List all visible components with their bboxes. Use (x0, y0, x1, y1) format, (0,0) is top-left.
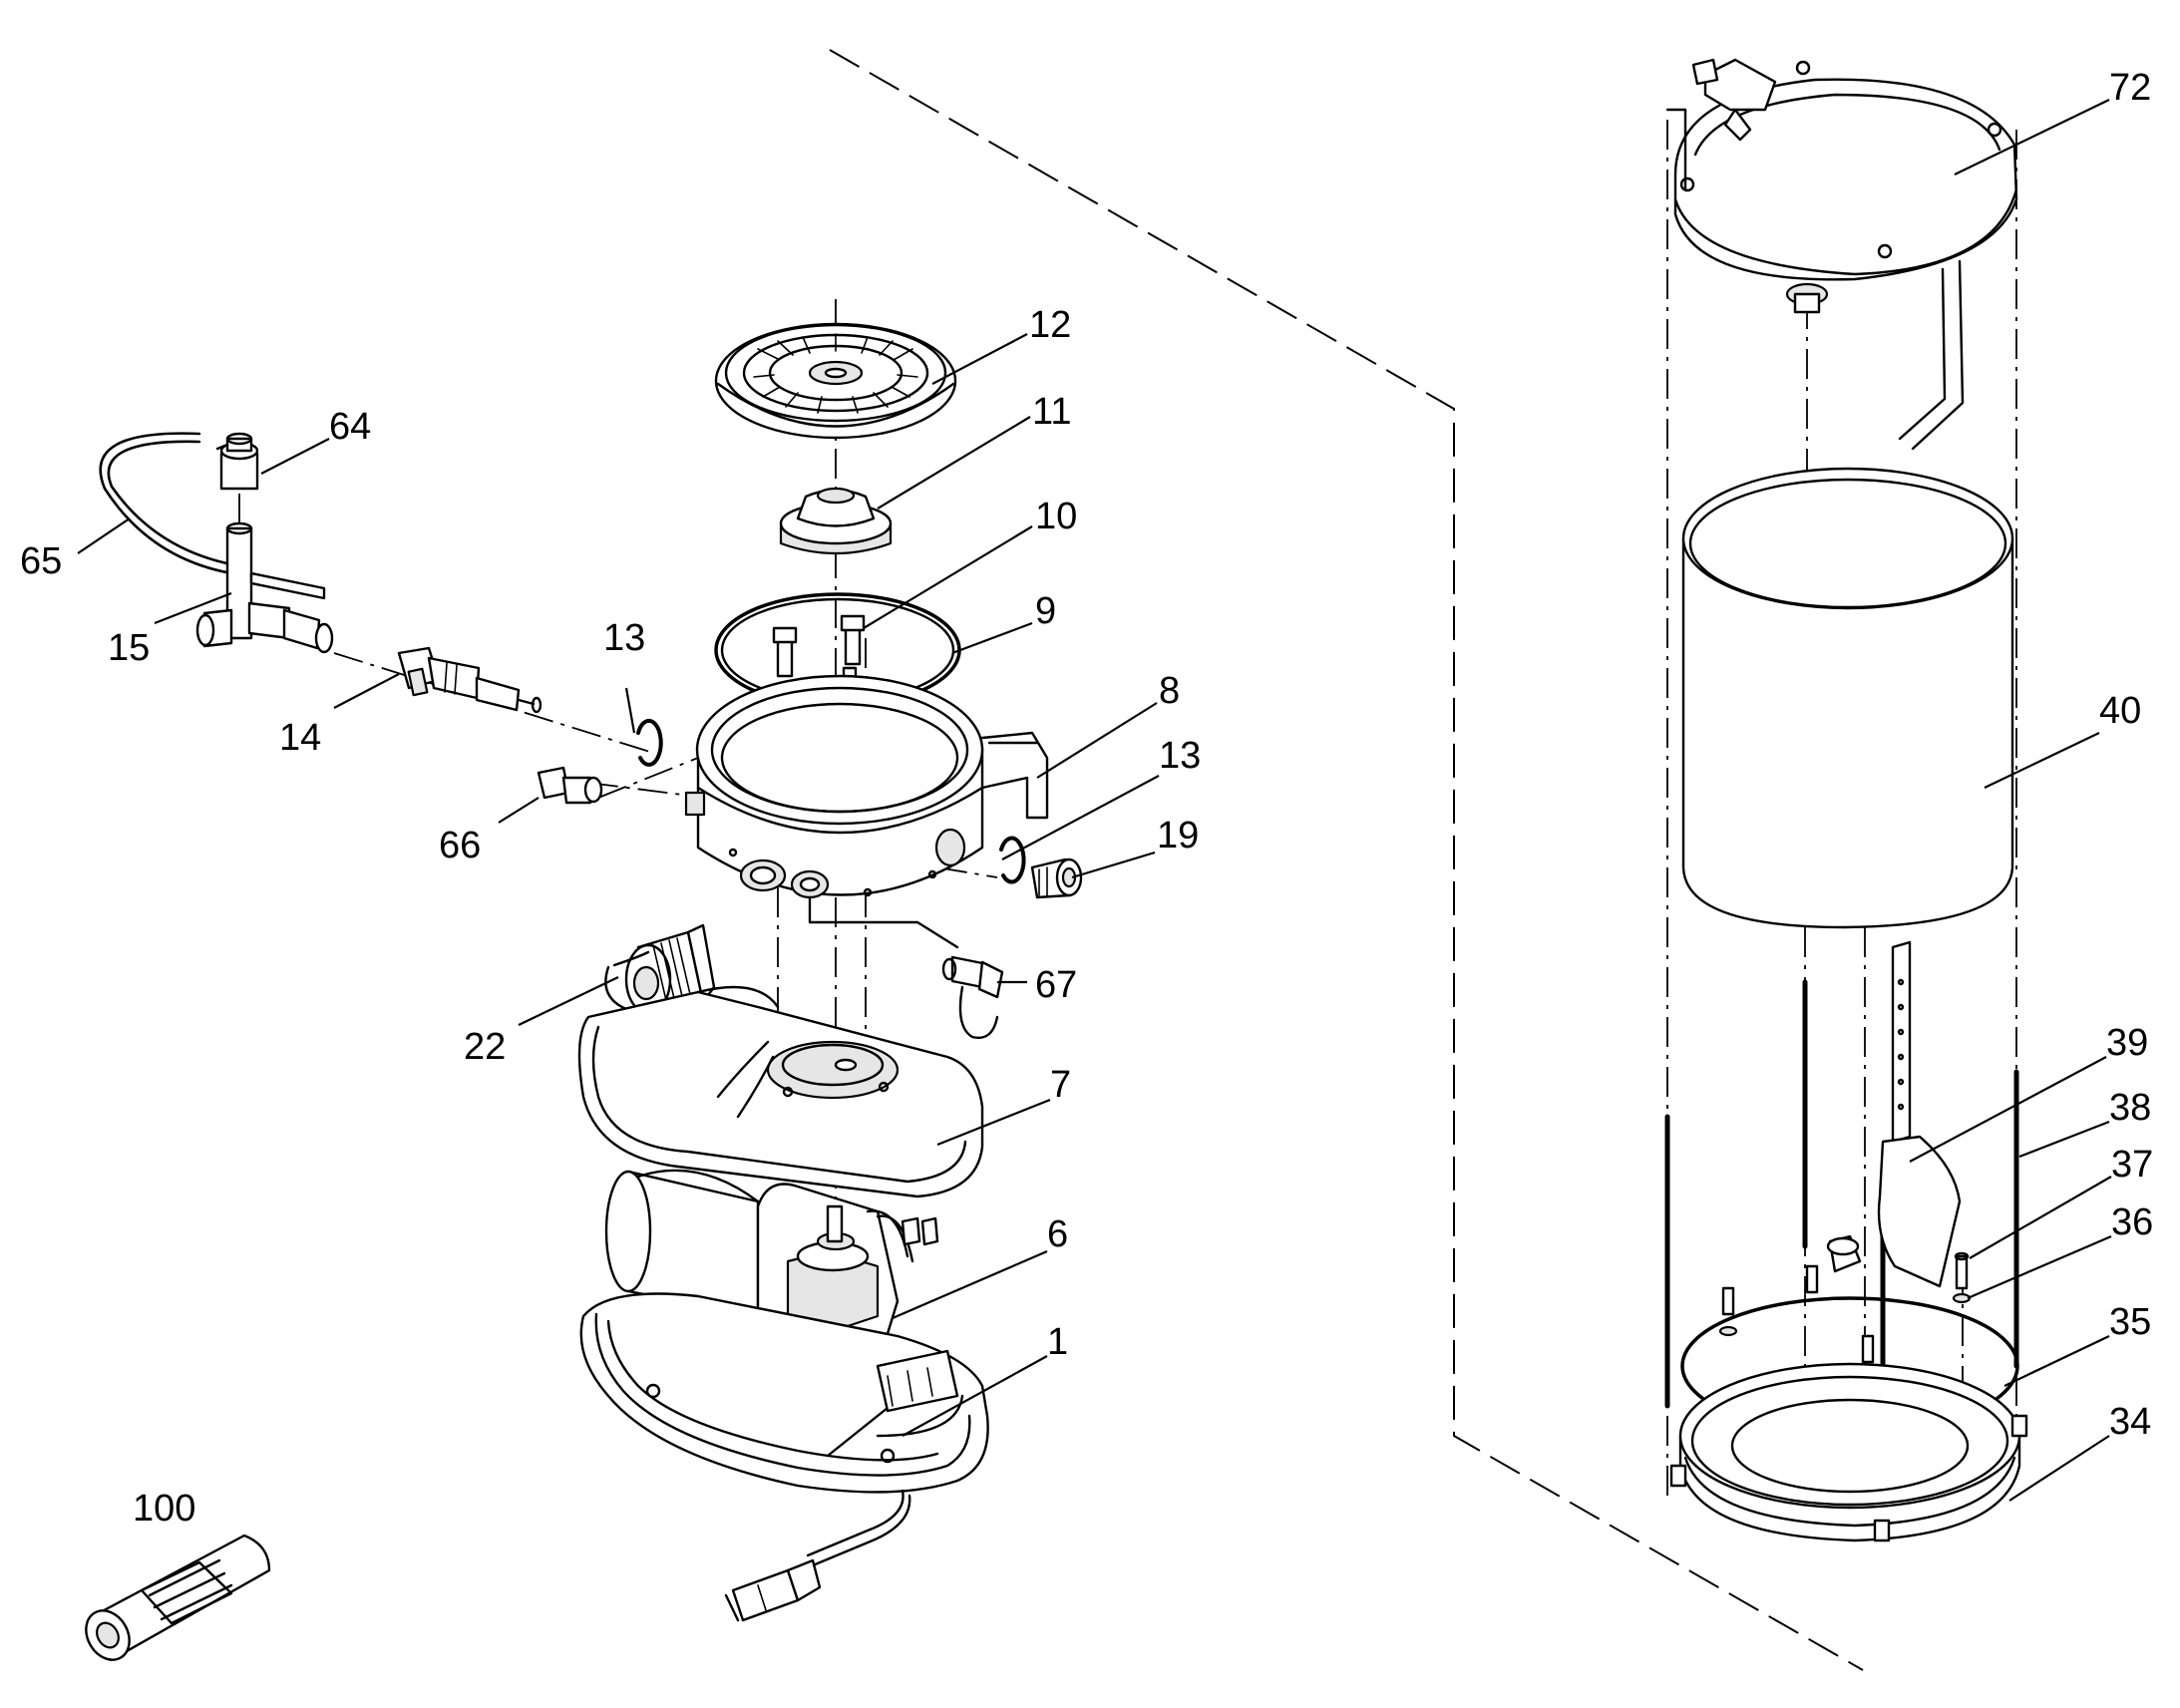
assembly-frame-outline (829, 49, 1864, 1671)
part-13-retaining-ring-left (636, 718, 663, 767)
callout-14: 14 (279, 717, 321, 759)
part-34-base-ring (1669, 1362, 2028, 1542)
callout-1: 1 (1047, 1321, 1068, 1363)
callout-13-left: 13 (603, 617, 645, 659)
part-12-filter-disc (714, 322, 957, 440)
callout-13-right: 13 (1159, 735, 1201, 777)
part-38-rods (1664, 979, 2019, 1479)
part-67-sensor (941, 955, 1004, 1039)
part-40-cylinder (1681, 467, 2014, 929)
callout-67: 67 (1035, 964, 1077, 1006)
part-15-t-fitting (195, 494, 334, 654)
leader-lines (77, 99, 2112, 1502)
callout-72: 72 (2109, 67, 2151, 109)
part-66-fitting (537, 766, 603, 805)
part-19-plug (1030, 857, 1083, 899)
callout-35: 35 (2109, 1301, 2151, 1343)
callout-9: 9 (1035, 590, 1056, 632)
callout-40: 40 (2099, 690, 2141, 732)
part-64-nozzle (215, 432, 259, 491)
callout-66: 66 (439, 825, 481, 866)
callout-12: 12 (1029, 304, 1071, 346)
callout-6: 6 (1047, 1213, 1068, 1255)
part-39-bracket (1826, 940, 1962, 1288)
callout-36: 36 (2111, 1201, 2153, 1243)
part-100-tube (85, 1534, 271, 1661)
callout-19: 19 (1157, 815, 1199, 856)
part-72-lid (1665, 58, 2018, 451)
part-65-hose (99, 432, 233, 575)
callout-37: 37 (2111, 1144, 2153, 1186)
callout-10: 10 (1035, 496, 1077, 537)
part-1-base-tray (579, 1292, 989, 1622)
part-14-valve (397, 646, 543, 714)
callout-34: 34 (2109, 1401, 2151, 1443)
callout-38: 38 (2109, 1087, 2151, 1129)
part-11-rotor-cap (779, 487, 893, 555)
callout-100: 100 (133, 1488, 195, 1530)
callout-39: 39 (2106, 1022, 2148, 1064)
callout-22: 22 (464, 1026, 506, 1068)
part-37-pin (1721, 1251, 1970, 1364)
part-22-filter-element (604, 923, 716, 1015)
callout-8: 8 (1159, 670, 1180, 712)
callout-64: 64 (329, 406, 371, 448)
part-13-retaining-ring-right (999, 836, 1026, 884)
callout-labels: 72 12 11 64 65 10 9 15 13 8 40 14 13 66 … (20, 67, 2153, 1530)
part-8-housing (684, 674, 1049, 949)
callout-11: 11 (1032, 391, 1071, 433)
part-7-cover (577, 985, 984, 1198)
callout-15: 15 (108, 627, 150, 669)
callout-7: 7 (1050, 1064, 1071, 1106)
callout-65: 65 (20, 540, 62, 582)
